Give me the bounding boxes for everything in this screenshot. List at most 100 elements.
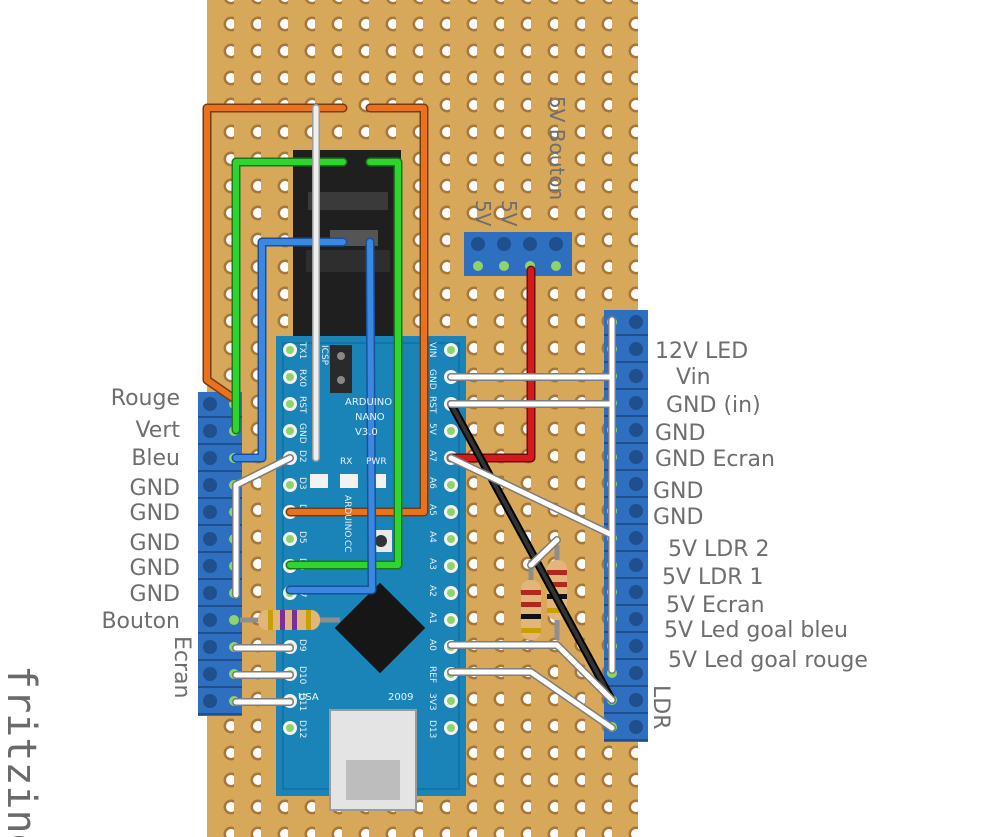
right-label: 5V LDR 2 xyxy=(668,537,770,562)
left-label: GND xyxy=(130,531,180,556)
nano-pin-label: A0 xyxy=(427,639,437,651)
nano-pin-label: 5V xyxy=(427,423,437,436)
nano-pin-hole xyxy=(286,427,294,435)
terminal-screw xyxy=(203,667,217,681)
terminal-screw xyxy=(629,639,643,653)
nano-pin-label: RST xyxy=(427,396,437,414)
resistor-ldr-1 xyxy=(521,560,541,650)
terminal-pin xyxy=(229,615,239,625)
top-label-1: 5V xyxy=(471,200,495,227)
right-vertical-label: LDR xyxy=(648,685,673,729)
terminal-screw xyxy=(203,532,217,546)
nano-pin-label: D10 xyxy=(297,666,307,685)
right-label: GND xyxy=(655,421,705,446)
nano-pin-hole xyxy=(447,589,455,597)
nano-pin-label: A3 xyxy=(427,558,437,570)
nano-pin-label: A1 xyxy=(427,612,437,624)
right-label: GND xyxy=(653,505,703,530)
nano-pin-hole xyxy=(447,427,455,435)
nano-pin-hole xyxy=(286,724,294,732)
nano-pin-label: D9 xyxy=(297,639,307,652)
nano-icsp: ICSP xyxy=(319,345,329,366)
left-label: Rouge xyxy=(111,386,180,411)
nano-pin-label: A6 xyxy=(427,477,437,489)
terminal-screw xyxy=(203,424,217,438)
terminal-screw xyxy=(203,613,217,627)
right-label: GND (in) xyxy=(666,393,761,418)
nano-pin-label: A5 xyxy=(427,504,437,516)
top-label-3: 5V Bouton xyxy=(545,96,569,200)
nano-site: ARDUINO.CC xyxy=(342,495,352,552)
terminal-screw xyxy=(629,531,643,545)
nano-name-3: V3.0 xyxy=(355,427,378,438)
fritzing-watermark: fritzing xyxy=(0,665,44,837)
left-label: Vert xyxy=(135,418,180,443)
nano-name-2: NANO xyxy=(355,412,385,423)
top-terminal-block xyxy=(464,232,572,276)
left-label: GND xyxy=(130,476,180,501)
nano-pin-label: VIN xyxy=(427,342,437,358)
nano-pin-hole xyxy=(447,562,455,570)
nano-pin-label: 3V3 xyxy=(427,693,437,711)
terminal-screw xyxy=(203,640,217,654)
nano-pin-hole xyxy=(447,508,455,516)
terminal-screw xyxy=(629,477,643,491)
nano-pin-label: GND xyxy=(427,369,437,390)
right-label: 5V Led goal bleu xyxy=(664,618,848,643)
terminal-screw xyxy=(629,666,643,680)
terminal-screw xyxy=(203,451,217,465)
terminal-screw xyxy=(629,396,643,410)
terminal-screw xyxy=(203,478,217,492)
left-label: GND xyxy=(130,556,180,581)
nano-pin-label: A4 xyxy=(427,531,437,543)
terminal-screw xyxy=(203,694,217,708)
nano-pwr: PWR xyxy=(366,457,387,467)
right-label: Vin xyxy=(676,365,711,390)
terminal-screw xyxy=(629,315,643,329)
nano-pin-hole xyxy=(447,697,455,705)
terminal-screw xyxy=(629,720,643,734)
terminal-screw xyxy=(629,369,643,383)
right-label: 5V LDR 1 xyxy=(662,565,764,590)
nano-pin-label: A2 xyxy=(427,585,437,597)
nano-pin-hole xyxy=(447,346,455,354)
nano-pin-label: REF xyxy=(427,666,437,683)
terminal-screw xyxy=(629,423,643,437)
nano-country: USA xyxy=(298,692,319,703)
left-label: Bleu xyxy=(131,446,180,471)
terminal-screw xyxy=(629,585,643,599)
nano-pin-label: D13 xyxy=(427,720,437,738)
terminal-screw xyxy=(203,505,217,519)
nano-pin-label: D2 xyxy=(297,450,307,463)
terminal-screw xyxy=(629,342,643,356)
terminal-screw xyxy=(629,558,643,572)
nano-pin-label: D5 xyxy=(297,531,307,544)
left-label: Bouton xyxy=(101,609,180,634)
right-label: GND Ecran xyxy=(655,447,775,472)
terminal-screw xyxy=(629,504,643,518)
left-label: GND xyxy=(130,501,180,526)
nano-pin-hole xyxy=(447,535,455,543)
terminal-screw xyxy=(629,450,643,464)
nano-pin-hole xyxy=(447,616,455,624)
nano-name-1: ARDUINO xyxy=(345,397,392,408)
nano-pin-label: RX0 xyxy=(297,369,307,387)
nano-rx: RX xyxy=(340,457,352,467)
nano-year: 2009 xyxy=(388,692,413,703)
nano-pin-label: RST xyxy=(297,396,307,414)
nano-pin-hole xyxy=(286,481,294,489)
terminal-screw xyxy=(629,612,643,626)
wires xyxy=(202,103,616,732)
nano-pin-hole xyxy=(286,400,294,408)
nano-pin-hole xyxy=(286,346,294,354)
right-label: 12V LED xyxy=(655,339,748,364)
nano-pin-label: D12 xyxy=(297,720,307,738)
terminal-screw xyxy=(203,586,217,600)
top-label-2: 5V xyxy=(497,200,521,227)
right-label: 5V Ecran xyxy=(666,593,765,618)
nano-pin-label: A7 xyxy=(427,450,437,462)
nano-pin-hole xyxy=(286,373,294,381)
